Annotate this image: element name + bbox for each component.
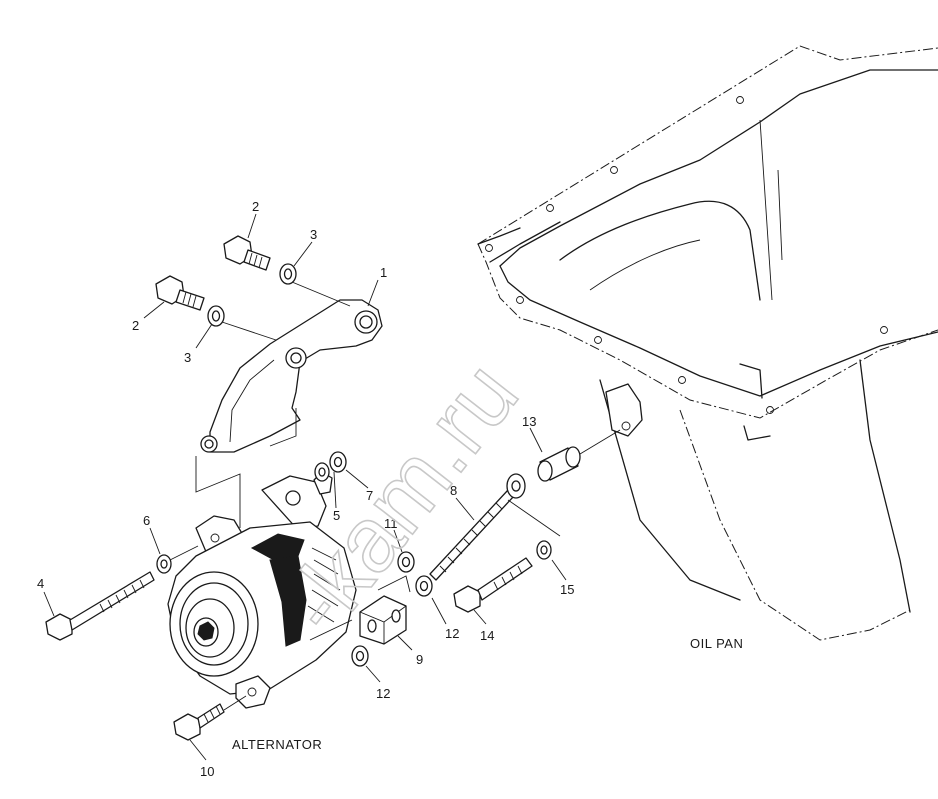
- alternator: [167, 471, 357, 709]
- callout-9: 9: [416, 652, 423, 667]
- callout-12-lower: 12: [376, 686, 390, 701]
- alternator-pivot-bolt: [45, 571, 155, 641]
- callout-7: 7: [366, 488, 373, 503]
- callout-4: 4: [37, 576, 44, 591]
- adjusting-block: [359, 595, 407, 645]
- callout-14: 14: [480, 628, 494, 643]
- washer-upper: [279, 263, 297, 285]
- stud-spacer: [506, 473, 526, 499]
- nut-11: [397, 551, 415, 573]
- bracket-bolt-upper: [223, 235, 271, 271]
- alternator-lower-bolt: [173, 703, 225, 741]
- callout-3-lower: 3: [184, 350, 191, 365]
- callout-5: 5: [333, 508, 340, 523]
- callout-11: 11: [384, 516, 398, 531]
- spacer-13: [537, 446, 581, 482]
- oil-pan-label: OIL PAN: [690, 636, 743, 651]
- nut-12-upper: [415, 575, 433, 597]
- oil-pan: [477, 45, 938, 641]
- washer-6: [156, 554, 172, 574]
- callout-8: 8: [450, 483, 457, 498]
- callout-2-lower: 2: [132, 318, 139, 333]
- callout-6: 6: [143, 513, 150, 528]
- bracket-bolt-lower: [155, 275, 205, 311]
- callout-2-upper: 2: [252, 199, 259, 214]
- callout-15: 15: [560, 582, 574, 597]
- washer-lower: [207, 305, 225, 327]
- nut-12-lower: [351, 645, 369, 667]
- alternator-label: ALTERNATOR: [232, 737, 322, 752]
- callout-3-upper: 3: [310, 227, 317, 242]
- callout-1: 1: [380, 265, 387, 280]
- callout-13: 13: [522, 414, 536, 429]
- washer-7: [314, 462, 330, 482]
- alternator-bracket: [200, 299, 383, 453]
- callout-12-upper: 12: [445, 626, 459, 641]
- callout-10: 10: [200, 764, 214, 779]
- callout-leaders: [43, 213, 567, 761]
- nut-5: [329, 451, 347, 473]
- bolt-14: [453, 557, 533, 613]
- washer-15: [536, 540, 552, 560]
